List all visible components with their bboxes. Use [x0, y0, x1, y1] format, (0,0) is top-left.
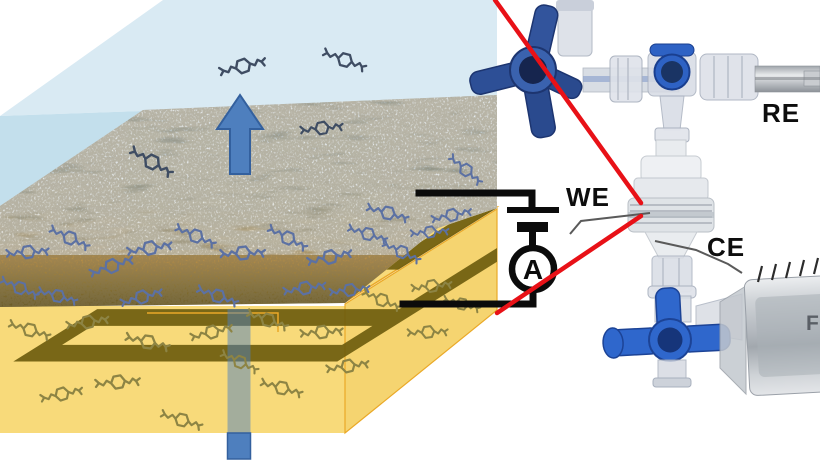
syringe-scale-ticks — [756, 257, 820, 283]
working-electrode-wire — [569, 212, 651, 235]
electrochemical-cell — [627, 139, 715, 259]
feed-block-front-face — [0, 306, 345, 433]
feed-block-right-face — [344, 207, 498, 435]
stopcock-paddle — [602, 327, 624, 359]
stopcock-bore-hole — [661, 61, 683, 83]
callout-lines — [492, 0, 644, 316]
clear-nut — [699, 53, 759, 101]
stopcock-bore-hole — [657, 327, 683, 353]
feed-arrow-icon — [226, 309, 252, 460]
flush-port-cap — [556, 0, 594, 11]
circuit-wire-top — [415, 189, 536, 210]
counter-electrode-label: CE — [707, 232, 745, 262]
cell-mid-body — [633, 177, 709, 201]
permeate-arrow-icon — [215, 93, 265, 175]
stopcock-lower-taper — [659, 95, 685, 131]
bottom-port-flange — [652, 377, 692, 388]
stopcock-center — [647, 43, 697, 143]
re-fitting — [699, 53, 820, 101]
photo-flow-cell: F WE CE RE — [469, 0, 820, 396]
syringe: F — [719, 257, 820, 396]
luer-collar — [609, 55, 643, 103]
counter-electrode-wire — [654, 240, 743, 274]
syringe-neck — [719, 285, 747, 396]
water-layer-top-face — [0, 0, 497, 116]
working-electrode-label: WE — [566, 182, 610, 212]
syringe-plunger — [755, 293, 820, 378]
callout-line-lower — [494, 213, 644, 316]
circuit-wire-bottom — [399, 286, 537, 308]
schematic-diagram: A — [0, 0, 559, 460]
syringe-label: F — [806, 312, 819, 335]
ammeter-label: A — [523, 254, 543, 285]
callout-line-upper — [492, 0, 644, 206]
reference-electrode-label: RE — [762, 98, 800, 128]
